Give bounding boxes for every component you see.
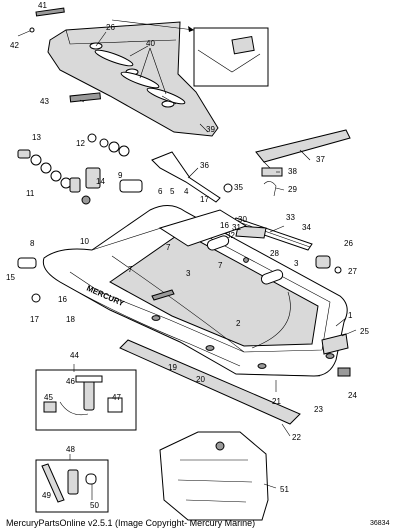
figure-number: 36834 — [370, 520, 390, 527]
callout-23: 23 — [314, 405, 323, 414]
callout-26: 26 — [106, 23, 115, 32]
callout-37: 37 — [316, 155, 325, 164]
floor-board-assembly — [47, 21, 219, 137]
callout-5: 5 — [170, 187, 175, 196]
callout-42: 42 — [10, 41, 19, 50]
callout-35: 35 — [234, 183, 243, 192]
callout-20: 20 — [196, 375, 205, 384]
callout-34: 34 — [302, 223, 311, 232]
callout-7c: 7 — [218, 261, 223, 270]
callout-17b: 17 — [30, 315, 39, 324]
callout-17a: 17 — [200, 195, 209, 204]
floor-rail-pins — [17, 7, 65, 37]
copyright-footer: MercuryPartsOnline v2.5.1 (Image Copyrig… — [6, 518, 256, 528]
callout-1: 1 — [348, 311, 353, 320]
callout-4: 4 — [184, 187, 189, 196]
callout-33: 33 — [286, 213, 295, 222]
callout-48: 48 — [66, 445, 75, 454]
callout-26b: 26 — [344, 239, 353, 248]
callout-49: 49 — [42, 491, 51, 500]
callout-19: 19 — [168, 363, 177, 372]
callout-31: 31 — [232, 223, 241, 232]
floor-strip — [69, 92, 102, 103]
callout-51: 51 — [280, 485, 289, 494]
handle-patch — [119, 179, 143, 193]
callout-47: 47 — [112, 393, 121, 402]
callout-46: 46 — [66, 377, 75, 386]
callout-38: 38 — [288, 167, 297, 176]
callout-13: 13 — [32, 133, 41, 142]
callout-numbers: 41 42 26 40 43 39 12 13 11 14 9 36 37 38… — [6, 1, 369, 510]
callout-6: 6 — [158, 187, 163, 196]
detail-inset — [111, 19, 269, 87]
transom-fittings — [315, 255, 342, 274]
repair-kit-box — [35, 459, 109, 513]
valve-and-oarlock-parts — [17, 133, 130, 205]
callout-39: 39 — [206, 125, 215, 134]
callout-14: 14 — [96, 177, 105, 186]
keel-strip — [119, 339, 301, 425]
callout-24: 24 — [348, 391, 357, 400]
callout-10: 10 — [80, 237, 89, 246]
callout-25: 25 — [360, 327, 369, 336]
pump-kit-box — [35, 369, 137, 431]
callout-8: 8 — [30, 239, 35, 248]
callout-11: 11 — [26, 189, 35, 198]
callout-3a: 3 — [186, 269, 191, 278]
callout-7b: 7 — [128, 265, 133, 274]
callout-40: 40 — [146, 39, 155, 48]
callout-50: 50 — [90, 501, 99, 510]
callout-45: 45 — [44, 393, 53, 402]
repair-patch — [17, 257, 37, 269]
boat-hull — [42, 205, 351, 377]
oars — [151, 129, 351, 203]
callout-28: 28 — [270, 249, 279, 258]
small-parts-right — [223, 167, 283, 197]
spray-cover — [159, 431, 269, 521]
callout-16a: 16 — [220, 221, 229, 230]
callout-36: 36 — [200, 161, 209, 170]
callout-21: 21 — [272, 397, 281, 406]
callout-41: 41 — [38, 1, 47, 10]
callout-30: 30 — [238, 215, 247, 224]
callout-32: 32 — [226, 231, 235, 240]
callout-3b: 3 — [294, 259, 299, 268]
callout-12: 12 — [76, 139, 85, 148]
callout-15: 15 — [6, 273, 15, 282]
small-valve-cap — [31, 293, 41, 303]
callout-2: 2 — [236, 319, 241, 328]
callout-44: 44 — [70, 351, 79, 360]
callout-29: 29 — [288, 185, 297, 194]
callout-22: 22 — [292, 433, 301, 442]
callout-27: 27 — [348, 267, 357, 276]
callout-7a: 7 — [166, 243, 171, 252]
callout-16b: 16 — [58, 295, 67, 304]
leader-lines — [69, 31, 357, 489]
callout-18: 18 — [66, 315, 75, 324]
callout-43: 43 — [40, 97, 49, 106]
callout-9: 9 — [118, 171, 123, 180]
